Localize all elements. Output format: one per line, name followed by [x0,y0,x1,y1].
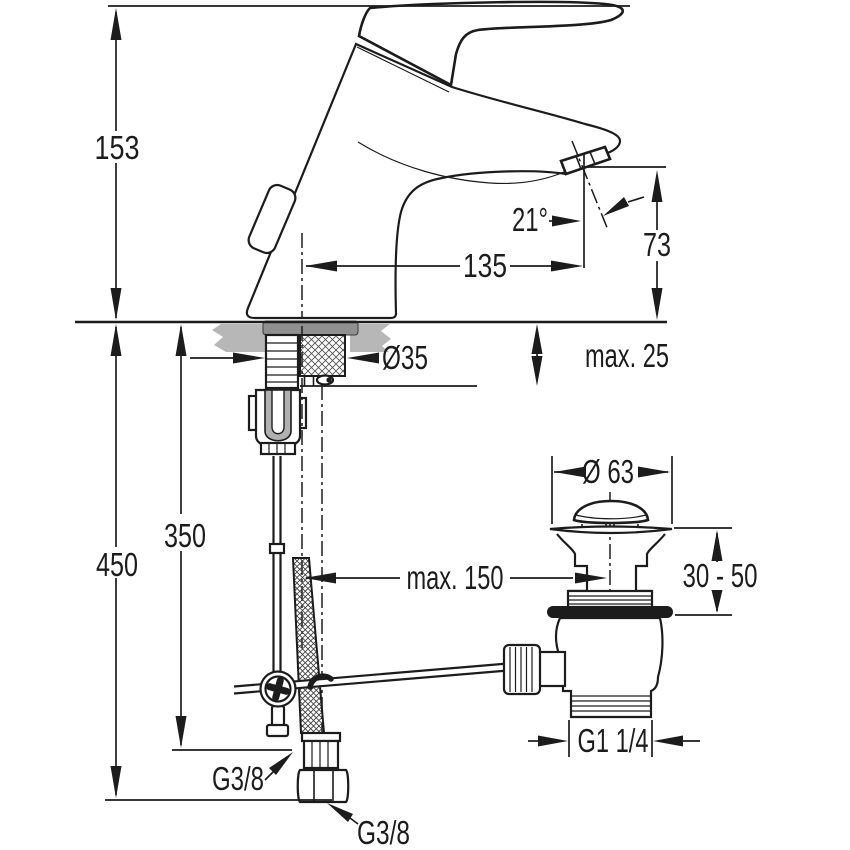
flexible-hose-upper [264,333,300,390]
dimension-450: 450 [96,324,332,801]
dim-label-350: 350 [164,517,206,554]
drain-assembly [502,499,673,719]
dim-label-g38-lower: G3/8 [357,814,410,850]
drain-washer [547,606,673,618]
dimension-73: 73 [584,166,671,320]
dim-label-g114: G1 1/4 [578,722,649,759]
pop-up-plug [572,499,650,529]
dimension-153: 153 [95,8,140,320]
dimension-angle-21: 21° [512,196,645,238]
dim-label-450: 450 [96,546,138,583]
spout-aerator [559,145,612,176]
fixing-clip [247,388,308,456]
countertop-section [212,320,391,352]
linkage-knurled-nut [502,643,542,696]
dim-label-21deg: 21° [512,201,548,238]
pull-rod [265,456,290,738]
faucet-body-spout [245,42,622,320]
dimension-dia-63: Ø 63 [551,453,673,524]
jet-axis-centerline [571,140,609,231]
dimension-350: 350 [164,324,292,751]
spout-inner-line [357,141,565,185]
lever-joint-line [356,46,450,93]
dimension-max-150: max. 150 [304,559,607,596]
drain-body [502,533,673,719]
supply-hose [291,557,326,734]
mounting-shank [299,334,346,386]
dimension-135: 135 [305,153,585,284]
label-g38-hose: G3/8 [212,752,293,797]
dimension-dia-35: Ø35 [190,339,428,376]
pull-rod-knob [259,670,297,708]
label-g38-supply: G3/8 [327,803,410,850]
dim-label-dia63: Ø 63 [582,453,634,490]
dimension-max-25: max. 25 [300,324,669,387]
phillips-cross-icon [266,677,290,701]
dim-label-135: 135 [463,247,507,284]
dim-label-30-50: 30 - 50 [683,557,758,594]
dim-label-73: 73 [643,226,671,263]
dim-label-max150: max. 150 [407,559,504,596]
hose-fitting [300,731,342,770]
pipe-end-dot [326,377,332,383]
faucet-lever [357,0,624,88]
dim-label-dia35: Ø35 [382,339,428,376]
linkage-boss [537,650,567,688]
hose-clamp-curl [307,673,334,690]
dim-label-153: 153 [95,129,140,166]
dim-label-max25: max. 25 [585,337,669,374]
body-side-tab [247,183,297,255]
dimension-g1-1-4: G1 1/4 [528,720,700,759]
dimension-30-50: 30 - 50 [674,527,758,616]
drain-flange [549,525,673,535]
hose-nut [296,768,350,804]
dim-label-g38-upper: G3/8 [212,760,264,797]
faucet-outline [245,0,624,320]
